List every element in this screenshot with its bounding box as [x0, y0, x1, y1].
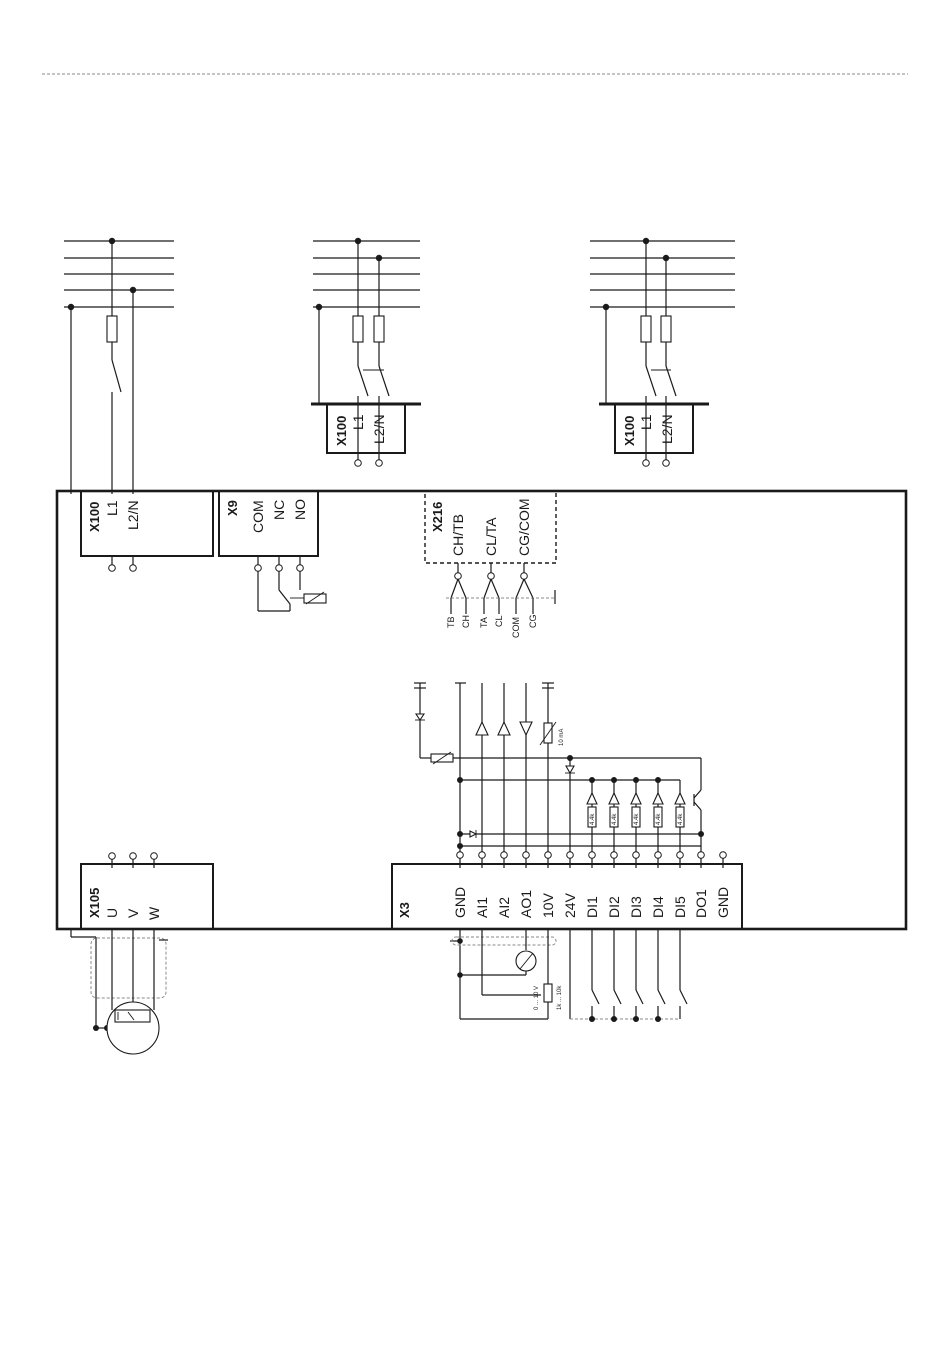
- x9-pin-com: COM: [250, 500, 266, 533]
- analog-external-wiring: [450, 929, 556, 1019]
- x100-middle-pin-l2n: L2/N: [371, 414, 387, 444]
- x216-pin-cgcom: CG/COM: [516, 498, 532, 556]
- x100-right-pin-l2n: L2/N: [659, 414, 675, 444]
- x3-pin-di3: DI3: [628, 896, 644, 918]
- x216-pin-clta: CL/TA: [483, 517, 499, 556]
- x9-title: X9: [225, 500, 240, 516]
- x105-pin-w: W: [146, 906, 162, 920]
- x9-pin-nc: NC: [271, 500, 287, 520]
- motor-wiring: [71, 929, 168, 1054]
- x105-title: X105: [87, 888, 102, 918]
- x3-pin-10v: 10V: [540, 892, 556, 918]
- digital-external-wiring: [570, 929, 687, 1022]
- current-limit-label: 10 mA: [559, 729, 565, 746]
- x3-pin-ai2: AI2: [496, 897, 512, 918]
- x3-pin-di2: DI2: [606, 896, 622, 918]
- x216-wire-ch: CH: [461, 615, 471, 628]
- x216-title: X216: [430, 502, 445, 532]
- pot-range-label: 0 ... 10 V: [534, 986, 540, 1010]
- x3-pin-do1: DO1: [693, 889, 709, 918]
- resistor-label-di5: 4.4k: [678, 813, 684, 825]
- x3-pin-di5: DI5: [672, 896, 688, 918]
- resistor-label-di4: 4.4k: [656, 813, 662, 825]
- x100-left-title: X100: [87, 502, 102, 532]
- x105-pin-v: V: [125, 908, 141, 918]
- supply-bus-left: [64, 238, 174, 494]
- resistor-label-di2: 4.4k: [612, 813, 618, 825]
- x100-right-title: X100: [622, 416, 637, 446]
- x100-left-pin-l2n: L2/N: [125, 500, 141, 530]
- x3-pin-24v: 24V: [562, 892, 578, 918]
- fuse-right-l2: [661, 316, 671, 342]
- x9-pin-no: NO: [292, 499, 308, 520]
- pot-value-label: 1k ... 10k: [557, 985, 563, 1010]
- fuse-middle-l2: [374, 316, 384, 342]
- x3-pin-gnd2: GND: [715, 887, 731, 918]
- x100-right-pin-l1: L1: [638, 414, 654, 430]
- x3-pin-di1: DI1: [584, 896, 600, 918]
- x105-pin-u: U: [104, 908, 120, 918]
- x216-wire-tb: TB: [446, 616, 456, 628]
- x100-middle-pin-l1: L1: [350, 414, 366, 430]
- supply-bus-middle: [311, 238, 421, 467]
- x216-wire-cg: CG: [528, 615, 538, 629]
- potentiometer: [544, 984, 552, 1002]
- x216-wire-com: COM: [511, 617, 521, 638]
- x216-wire-ta: TA: [479, 617, 489, 628]
- x3-pin-ao1: AO1: [518, 890, 534, 918]
- x216-wire-cl: CL: [494, 615, 504, 627]
- x100-middle-title: X100: [334, 416, 349, 446]
- io-internal-circuit: [414, 683, 704, 852]
- x3-pin-di4: DI4: [650, 896, 666, 918]
- x3-title: X3: [397, 902, 412, 918]
- x216-pin-chtb: CH/TB: [450, 514, 466, 556]
- fuse-middle-l1: [353, 316, 363, 342]
- x100-left-pin-l1: L1: [104, 500, 120, 516]
- resistor-label-di1: 4.4k: [590, 813, 596, 825]
- x3-pin-gnd: GND: [452, 887, 468, 918]
- fuse-right-l1: [641, 316, 651, 342]
- x3-pin-ai1: AI1: [474, 897, 490, 918]
- fuse-left: [107, 316, 117, 342]
- resistor-label-di3: 4.4k: [634, 813, 640, 825]
